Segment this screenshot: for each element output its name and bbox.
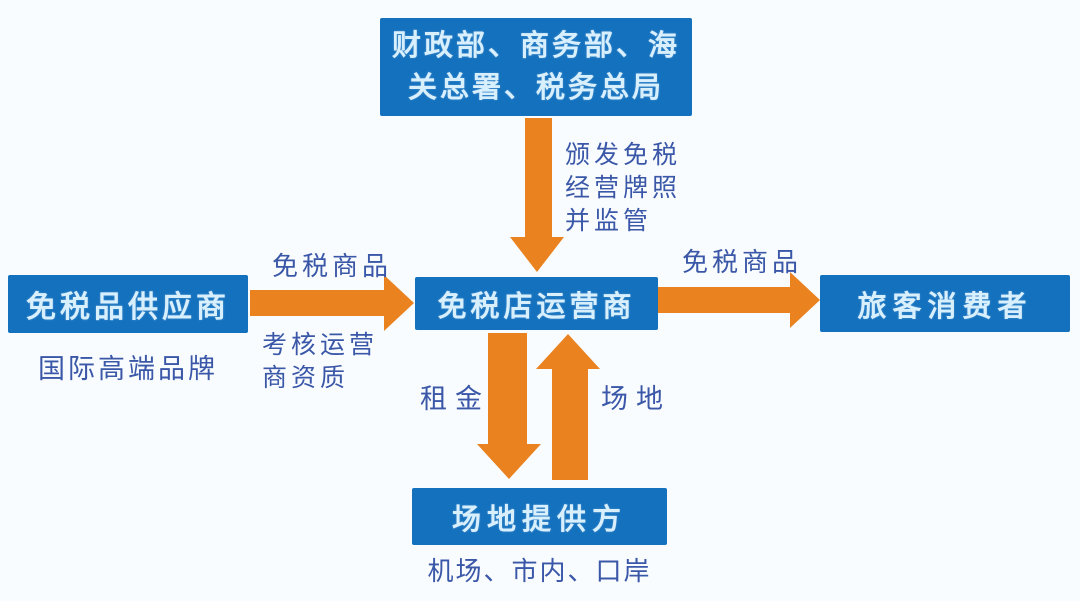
arrow-head-down-icon: [477, 444, 541, 479]
arrow-shaft: [658, 287, 791, 313]
arrow-shaft: [525, 118, 552, 238]
node-regulators-line2: 关总署、税务总局: [407, 72, 664, 104]
label-venue: 场地: [601, 384, 671, 414]
label-license-line1: 颁发免税: [565, 141, 682, 169]
node-regulators-line1: 财政部、商务部、海: [391, 30, 680, 62]
node-venue-label: 场地提供方: [451, 503, 627, 536]
arrow-supplier-to-operator: [250, 275, 414, 331]
arrow-operator-to-consumer: [658, 272, 820, 328]
label-rent: 租金: [420, 384, 490, 414]
label-dutyfree-goods-left: 免税商品: [272, 251, 393, 281]
node-venue: 场地提供方: [412, 488, 667, 545]
supplier-subtitle: 国际高端品牌: [38, 354, 218, 384]
venue-subtitle: 机场、市内、口岸: [427, 556, 652, 586]
label-assess-qualification: 考核运营 商资质: [262, 329, 378, 395]
label-dutyfree-goods-right: 免税商品: [682, 247, 803, 277]
label-license-line2: 经营牌照: [565, 174, 682, 202]
arrow-shaft: [552, 368, 588, 480]
arrow-shaft: [250, 290, 385, 316]
node-consumer-label: 旅客消费者: [857, 290, 1033, 323]
arrow-head-right-icon: [384, 275, 414, 331]
arrow-operator-to-venue: [477, 333, 541, 479]
node-operator-label: 免税店运营商: [437, 290, 636, 323]
node-supplier-label: 免税品供应商: [26, 291, 230, 324]
arrow-regulators-to-operator: [510, 118, 564, 272]
node-regulators: 财政部、商务部、海 关总署、税务总局: [380, 18, 692, 116]
arrow-head-up-icon: [536, 334, 600, 369]
label-license-supervise: 颁发免税 经营牌照 并监管: [565, 139, 681, 238]
arrow-head-down-icon: [510, 237, 564, 272]
arrow-head-right-icon: [790, 272, 820, 328]
label-license-line3: 并监管: [565, 207, 653, 235]
arrow-venue-to-operator: [536, 334, 600, 480]
label-assess-line2: 商资质: [262, 364, 350, 392]
label-assess-line1: 考核运营: [262, 331, 379, 359]
node-supplier: 免税品供应商: [8, 275, 248, 333]
node-operator: 免税店运营商: [415, 277, 658, 330]
arrow-shaft: [488, 333, 527, 445]
node-consumer: 旅客消费者: [820, 275, 1070, 332]
